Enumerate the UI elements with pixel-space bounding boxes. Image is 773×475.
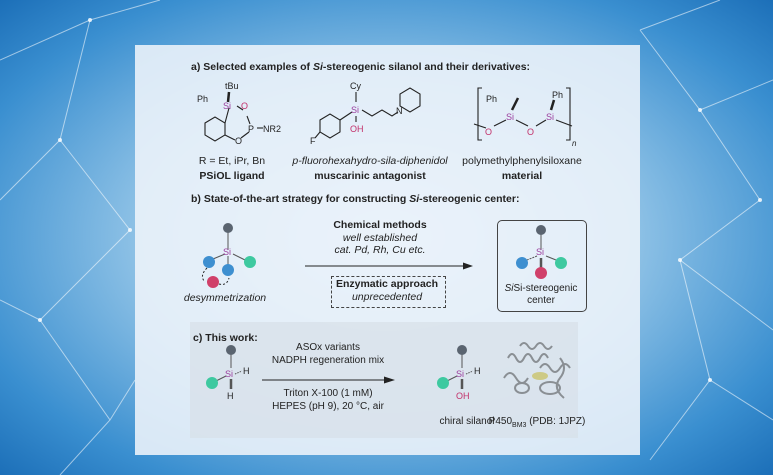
nr2-label: NR2 [263,124,281,134]
red-ball [535,267,547,279]
gray-ball [226,345,236,355]
oh-label: OH [456,391,470,401]
ph-label: Ph [486,94,497,104]
psiol-ligand-structure: tBu Ph Si O P NR2 O [197,81,281,146]
n-label: N [396,106,403,116]
section-b-title: b) State-of-the-art strategy for constru… [191,193,520,205]
si-label: Si [225,369,233,379]
si-label: Si [536,247,544,257]
silane-substrate: Si H H [206,345,250,401]
si-label: Si [456,369,464,379]
gray-ball [536,225,546,235]
o-label: O [485,127,492,137]
condition-buffer: HEPES (pH 9), 20 °C, air [272,401,384,412]
n-subscript: n [572,139,577,148]
siloxane-structure: Ph Ph Si Si O O n [473,87,577,148]
stereogenic-center-model: Si [516,225,567,279]
desymmetrization-label: desymmetrization [183,292,267,304]
oh-label: OH [350,124,364,134]
si-label: Si [506,112,514,122]
siloxane-name: polymethylphenylsiloxane [462,155,582,167]
ph-label: Ph [197,94,208,104]
enzymatic-approach-title: Enzymatic approach [335,278,439,290]
si-label: Si [223,247,231,257]
gray-ball [457,345,467,355]
h-label: H [227,391,234,401]
material-label: material [501,170,543,182]
p450-protein-structure [503,342,571,399]
o-label: O [235,136,242,146]
green-ball [555,257,567,269]
ph-label: Ph [552,90,563,100]
desymmetrization-model: Si [201,223,256,288]
si-label: Si [223,101,231,111]
chemical-methods-title: Chemical methods [333,219,427,231]
h-label: H [474,366,481,376]
green-ball [437,377,449,389]
enzymatic-approach-status: unprecedented [351,291,423,303]
chiral-silanol-label: chiral silanol [439,416,495,427]
condition-surfactant: Triton X-100 (1 mM) [283,388,373,399]
p450-label: P450BM3 (PDB: 1JPZ) [488,416,586,429]
si-label: Si [546,112,554,122]
condition-enzyme: ASOx variants [296,342,360,353]
green-ball [244,256,256,268]
green-ball [206,377,218,389]
section-a-title: a) Selected examples of Si-stereogenic s… [191,61,531,73]
gray-ball [223,223,233,233]
red-ball [207,276,219,288]
blue-ball [516,257,528,269]
p-label: P [248,124,254,134]
psiol-r-groups: R = Et, iPr, Bn [198,155,266,167]
h-label: H [243,366,250,376]
reaction-arrow [305,262,473,270]
enzymatic-approach-box [331,276,446,308]
sila-diphenidol-structure: Cy Si OH N F [310,81,421,146]
chemical-methods-status: well established [342,232,418,244]
sila-diphenidol-name: p-fluorohexahydro-sila-diphenidol [292,155,448,167]
tbu-label: tBu [225,81,239,91]
blue-ball [203,256,215,268]
cy-label: Cy [350,81,361,91]
muscarinic-antagonist-label: muscarinic antagonist [314,170,426,182]
psiol-ligand-label: PSiOL ligand [199,170,265,182]
blue-ball [222,264,234,276]
chiral-silanol-product: Si H OH [437,345,481,401]
product-box [497,220,587,312]
f-label: F [310,136,316,146]
section-c-title: c) This work: [193,332,258,344]
o-label: O [527,127,534,137]
o-label: O [241,101,248,111]
condition-cofactor: NADPH regeneration mix [271,355,385,366]
stereogenic-center-label-2: center [527,295,555,306]
stereogenic-center-label-1: SiSi-stereogenic [504,283,578,294]
chemical-methods-catalysts: cat. Pd, Rh, Cu etc. [334,244,426,256]
si-label: Si [351,105,359,115]
reaction-arrow [262,376,395,384]
